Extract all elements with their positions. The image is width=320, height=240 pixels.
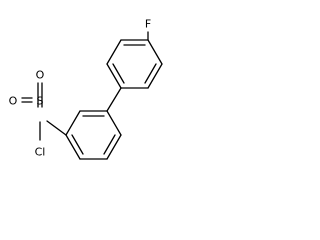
chlorine-label: Cl [35, 146, 46, 159]
double-bond-inner [144, 63, 157, 84]
bond [65, 134, 81, 160]
bond [147, 63, 163, 89]
biaryl-bond [106, 87, 122, 112]
bond [106, 39, 122, 65]
double-bond-inner [71, 134, 84, 155]
molecule-drawing: F S O O Cl [9, 18, 163, 160]
oxygen-left-label: O [9, 95, 18, 108]
double-bond-inner [103, 134, 116, 155]
fluorine-label: F [145, 18, 151, 31]
bond-to-sulfur [46, 120, 67, 136]
bond [106, 134, 122, 160]
oxygen-top-label: O [36, 69, 45, 82]
double-bond-inner [112, 63, 125, 84]
bond [65, 110, 81, 136]
bond [147, 39, 163, 65]
bond [106, 110, 122, 136]
structure-diagram: F S O O Cl [0, 0, 188, 169]
sulfur-label: S [37, 95, 44, 108]
bond [106, 63, 122, 89]
fluorophenyl-ring [106, 31, 163, 89]
benzenesulfonyl-ring [65, 110, 122, 160]
